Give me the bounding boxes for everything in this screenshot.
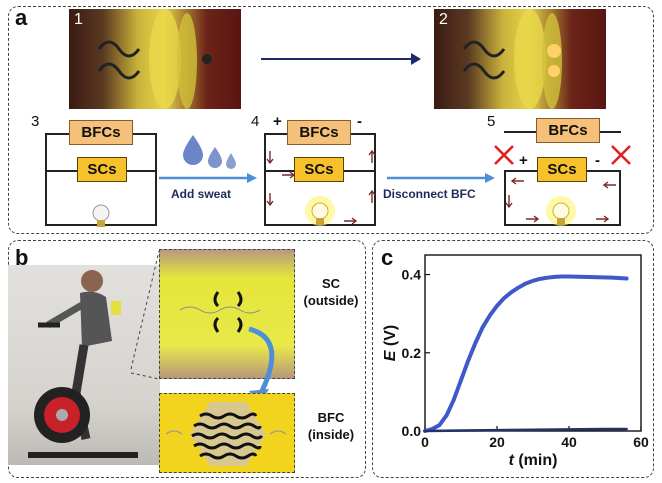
armband-lit-photo-art [462,9,562,109]
photo-armband-before: 1 [69,9,241,109]
circuit5-current-arrows [505,177,616,223]
step5-number: 5 [487,113,496,130]
step3-number: 3 [31,113,40,130]
y-tick-label: 0.2 [402,345,422,361]
circuit5-bfc-block: BFCs [536,118,600,143]
add-sweat-label: Add sweat [171,187,232,201]
x-tick-label: 40 [561,434,577,450]
y-axis-label: E (V) [382,325,399,361]
circuit4-plus-sign: + [273,113,282,130]
cyclist-photo [8,265,160,465]
voltage-chart: 0 20 40 60 0.0 0.2 0.4 t (min) E (V) [382,254,649,469]
circuit4-bfc-block: BFCs [287,120,351,145]
add-sweat-arrow [159,173,257,183]
circuit4-wire-right [374,133,376,225]
circuit5-plus-sign: + [519,152,528,169]
bfc-inside-label: BFC (inside) [307,410,355,442]
zoom-connector-lines [130,250,160,380]
circuit4-wire-left [264,133,266,225]
circuit4-current-arrows [266,149,376,225]
x-tick-label: 0 [421,434,429,450]
photo2-number: 2 [439,11,448,28]
x-tick-label: 60 [633,434,649,450]
sc-outside-label: SC (outside) [303,276,359,308]
disconnect-x-left-icon [494,145,514,165]
circuit3-wire-left [45,133,47,225]
cyclist-photo-art [28,270,138,458]
circuit5-wire-top-right [599,131,621,133]
circuit5-wire-top-left [504,131,536,133]
series-line-1 [423,274,629,433]
circuit4-sc-block: SCs [294,157,344,182]
sweat-drops-icon [183,135,236,169]
panel-b-letter: b [15,245,29,270]
bfc-device-art [165,402,287,466]
y-tick-label: 0.4 [402,267,422,283]
progress-arrow [261,53,421,65]
step4-number: 4 [251,113,260,130]
armband-photo-art [97,9,212,109]
circuit3-bfc-block: BFCs [69,120,133,145]
x-axis-label: t (min) [509,452,558,469]
circuit5-wire-right [619,170,621,226]
circuit5-wire-left [504,170,506,226]
panel-c: c 0 20 40 60 0.0 0.2 0.4 t (min) E (V) [372,240,654,478]
y-tick-label: 0.0 [402,423,422,439]
photo-armband-after: 2 [434,9,606,109]
panel-c-letter: c [381,245,394,270]
circuit3-wire-right [155,133,157,225]
photo1-number: 1 [74,11,83,28]
circuit4-lit-bulb-icon [305,196,335,226]
panel-a: a 1 2 3 BFCs SCs [8,5,654,234]
disconnect-x-right-icon [611,145,631,165]
series-line-2 [423,427,628,433]
circuit5-sc-block: SCs [537,157,587,182]
sc-device-art [179,291,261,333]
x-tick-label: 20 [489,434,505,450]
circuit5-lit-bulb-icon [546,196,576,226]
bfc-inset [159,393,295,473]
circuit5-minus-sign: - [595,152,600,169]
panel-a-letter: a [15,5,28,30]
circuit3-sc-block: SCs [77,157,127,182]
chart-series [423,274,629,433]
disconnect-label: Disconnect BFC [383,187,476,201]
circuit4-minus-sign: - [357,113,362,130]
circuit3-bulb-icon [92,204,110,227]
disconnect-arrow [387,173,495,183]
panel-b: b SC (outside) [8,240,366,478]
